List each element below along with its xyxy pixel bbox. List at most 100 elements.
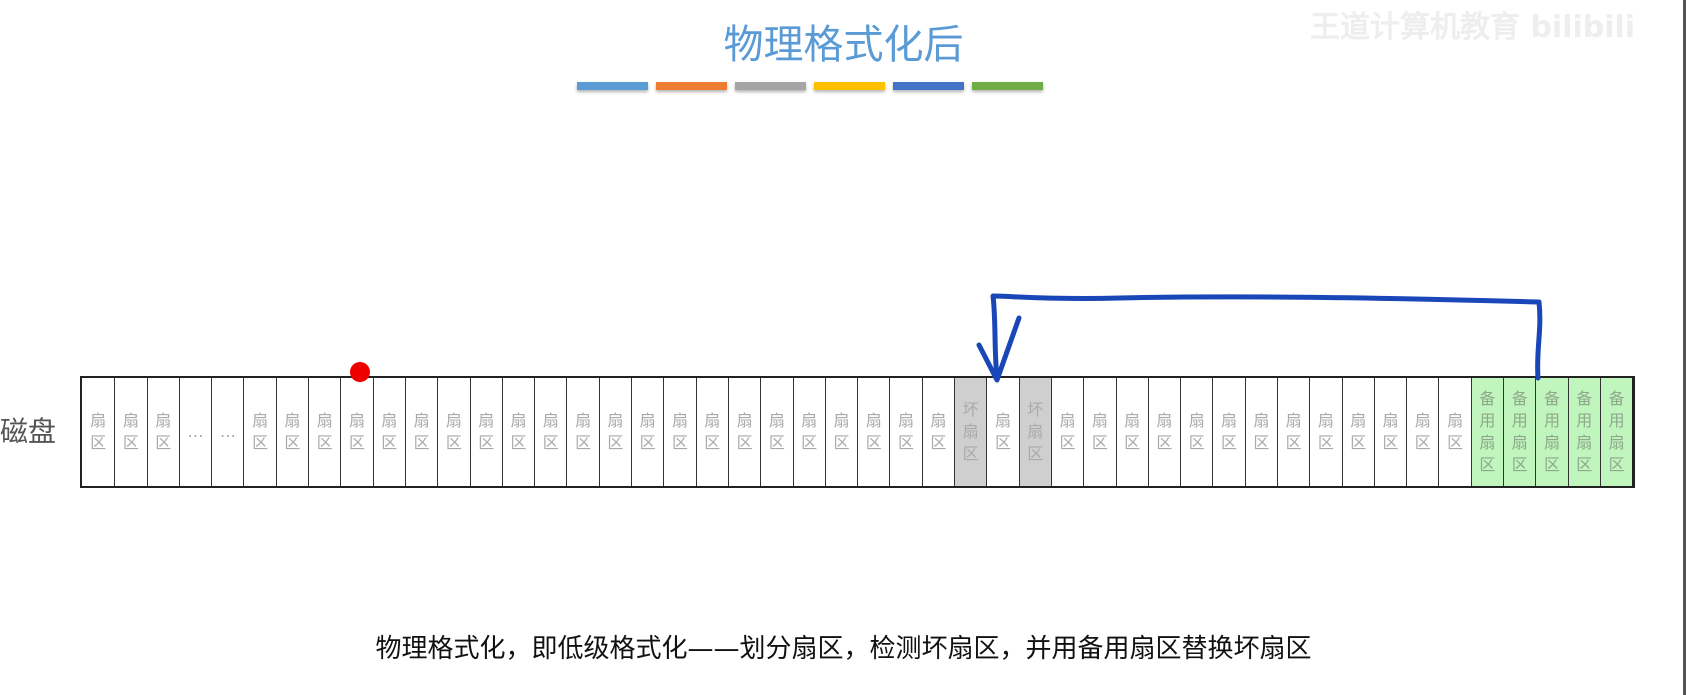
sector-label: 扇区 xyxy=(413,411,430,452)
sector: 扇区 xyxy=(1115,378,1148,486)
sector-label: 扇区 xyxy=(349,411,366,452)
sector: 扇区 xyxy=(275,378,308,486)
sector: 扇区 xyxy=(727,378,760,486)
sector: 扇区 xyxy=(760,378,792,486)
sector-label: 扇区 xyxy=(122,411,139,452)
sector-label: 扇区 xyxy=(736,411,753,452)
sector-label: 扇区 xyxy=(1059,411,1076,452)
sector-label: 备用扇区 xyxy=(1479,389,1496,474)
sector-label: 坏扇区 xyxy=(1027,400,1044,463)
slide-title: 物理格式化后 xyxy=(723,22,964,68)
sector: 扇区 xyxy=(469,378,502,486)
sector: 扇区 xyxy=(857,378,889,486)
sector-label: 扇区 xyxy=(671,411,688,452)
spare-sector: 备用扇区 xyxy=(1535,378,1568,486)
sector: 扇区 xyxy=(404,378,437,486)
sector-label: 扇区 xyxy=(1091,411,1108,452)
sector-label: 扇区 xyxy=(930,411,947,452)
watermark-logo: 王道计算机教育 bilibili xyxy=(1310,10,1636,45)
sector: 扇区 xyxy=(437,378,469,486)
sector: 扇区 xyxy=(534,378,566,486)
accent-bar xyxy=(656,82,727,90)
sector: 扇区 xyxy=(663,378,695,486)
sector: 扇区 xyxy=(1050,378,1083,486)
sector-label: 扇区 xyxy=(510,411,527,452)
sector: 扇区 xyxy=(243,378,275,486)
sector-label: 扇区 xyxy=(252,411,269,452)
sector-label: 扇区 xyxy=(1253,411,1270,452)
accent-bar xyxy=(814,82,885,90)
sector: 扇区 xyxy=(1147,378,1180,486)
sector: 扇区 xyxy=(1341,378,1374,486)
sector-label: 扇区 xyxy=(833,411,850,452)
sector-label: … xyxy=(219,422,236,441)
sector-label: 扇区 xyxy=(316,411,333,452)
sector-label: 扇区 xyxy=(1350,411,1367,452)
sector-label: 扇区 xyxy=(1285,411,1302,452)
sector-label: 扇区 xyxy=(994,411,1011,452)
bad-sector: 坏扇区 xyxy=(954,378,987,486)
accent-bar xyxy=(972,82,1043,90)
sector: 扇区 xyxy=(792,378,825,486)
sector: 扇区 xyxy=(631,378,663,486)
sector-label: 扇区 xyxy=(445,411,462,452)
sector: 扇区 xyxy=(340,378,372,486)
sector: 扇区 xyxy=(1244,378,1277,486)
sector: 扇区 xyxy=(1212,378,1244,486)
sector: 扇区 xyxy=(566,378,598,486)
sector: 扇区 xyxy=(82,378,114,486)
sector-label: 扇区 xyxy=(1447,411,1464,452)
sector-label: 扇区 xyxy=(381,411,398,452)
sector-label: 扇区 xyxy=(155,411,172,452)
sector-label: 扇区 xyxy=(284,411,301,452)
sector-label: 扇区 xyxy=(865,411,882,452)
spare-sector: 备用扇区 xyxy=(1567,378,1600,486)
sector: 扇区 xyxy=(695,378,728,486)
sector-label: 备用扇区 xyxy=(1608,389,1625,474)
sector-label: 扇区 xyxy=(898,411,915,452)
sector-label: 扇区 xyxy=(90,411,107,452)
sector: 扇区 xyxy=(1438,378,1470,486)
sector-label: 备用扇区 xyxy=(1511,389,1528,474)
sector-label: 扇区 xyxy=(607,411,624,452)
accent-color-bars xyxy=(577,82,1043,90)
disk-label: 磁盘 xyxy=(0,415,57,448)
sector-label: 扇区 xyxy=(801,411,818,452)
red-pointer-dot xyxy=(350,362,370,382)
sector: 扇区 xyxy=(986,378,1018,486)
sector: 扇区 xyxy=(889,378,921,486)
accent-bar xyxy=(735,82,806,90)
sector-label: 扇区 xyxy=(1221,411,1238,452)
sector: 扇区 xyxy=(372,378,405,486)
frame-edge xyxy=(1683,0,1686,695)
disk-sector-strip: 扇区扇区扇区……扇区扇区扇区扇区扇区扇区扇区扇区扇区扇区扇区扇区扇区扇区扇区扇区… xyxy=(80,376,1636,488)
caption: 物理格式化，即低级格式化——划分扇区，检测坏扇区，并用备用扇区替换坏扇区 xyxy=(375,634,1312,664)
sector-label: 备用扇区 xyxy=(1576,389,1593,474)
accent-bar xyxy=(577,82,648,90)
sector-label: 扇区 xyxy=(1156,411,1173,452)
sector: 扇区 xyxy=(114,378,146,486)
sector: 扇区 xyxy=(1180,378,1212,486)
bad-sector: 坏扇区 xyxy=(1018,378,1051,486)
sector-label: 扇区 xyxy=(478,411,495,452)
ellipsis-cell: … xyxy=(211,378,243,486)
sector: 扇区 xyxy=(1309,378,1341,486)
sector: 扇区 xyxy=(146,378,179,486)
sector-label: 扇区 xyxy=(639,411,656,452)
accent-bar xyxy=(893,82,964,90)
sector-label: 扇区 xyxy=(542,411,559,452)
sector-label: 扇区 xyxy=(1317,411,1334,452)
sector: 扇区 xyxy=(1406,378,1438,486)
spare-sector: 备用扇区 xyxy=(1470,378,1504,486)
spare-sector: 备用扇区 xyxy=(1503,378,1536,486)
sector: 扇区 xyxy=(308,378,340,486)
spare-sector: 备用扇区 xyxy=(1599,378,1633,486)
ellipsis-cell: … xyxy=(178,378,211,486)
sector: 扇区 xyxy=(501,378,534,486)
sector-label: 扇区 xyxy=(768,411,785,452)
sector: 扇区 xyxy=(1373,378,1406,486)
sector-label: 扇区 xyxy=(575,411,592,452)
sector-label: 扇区 xyxy=(1414,411,1431,452)
sector-label: 扇区 xyxy=(1382,411,1399,452)
